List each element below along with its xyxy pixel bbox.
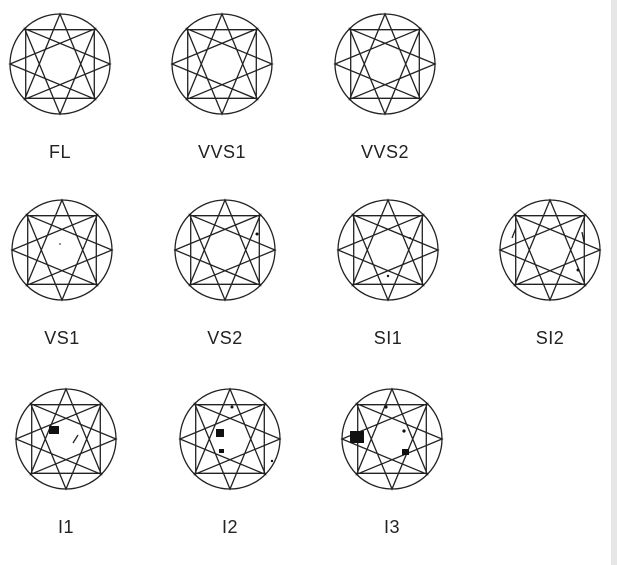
- grade-fl: FL: [0, 12, 130, 163]
- grade-label: VVS1: [197, 142, 247, 162]
- diamond-icon: [336, 198, 440, 302]
- scrollbar[interactable]: [611, 0, 617, 565]
- diamond-icon: [178, 387, 282, 491]
- grade-i2: I2: [160, 387, 300, 538]
- grade-si1: SI1: [318, 198, 458, 349]
- grade-i3: I3: [322, 387, 462, 538]
- diamond-icon: [10, 198, 114, 302]
- grade-label: VS1: [44, 328, 80, 348]
- diamond-icon: [333, 12, 437, 116]
- grade-si2: SI2: [480, 198, 617, 349]
- grade-label: SI2: [535, 328, 565, 348]
- grade-vs2: VS2: [155, 198, 295, 349]
- grade-i1: I1: [0, 387, 136, 538]
- grade-label: SI1: [373, 328, 403, 348]
- grade-vs1: VS1: [0, 198, 132, 349]
- diamond-icon: [170, 12, 274, 116]
- grade-label: I2: [221, 517, 238, 537]
- grade-label: VVS2: [360, 142, 410, 162]
- grade-vvs2: VVS2: [315, 12, 455, 163]
- diamond-icon: [8, 12, 112, 116]
- grade-label: FL: [48, 142, 71, 162]
- grade-vvs1: VVS1: [152, 12, 292, 163]
- diamond-icon: [14, 387, 118, 491]
- diamond-icon: [340, 387, 444, 491]
- grade-label: I1: [57, 517, 74, 537]
- diamond-icon: [173, 198, 277, 302]
- grade-label: VS2: [207, 328, 243, 348]
- grade-label: I3: [383, 517, 400, 537]
- diamond-icon: [498, 198, 602, 302]
